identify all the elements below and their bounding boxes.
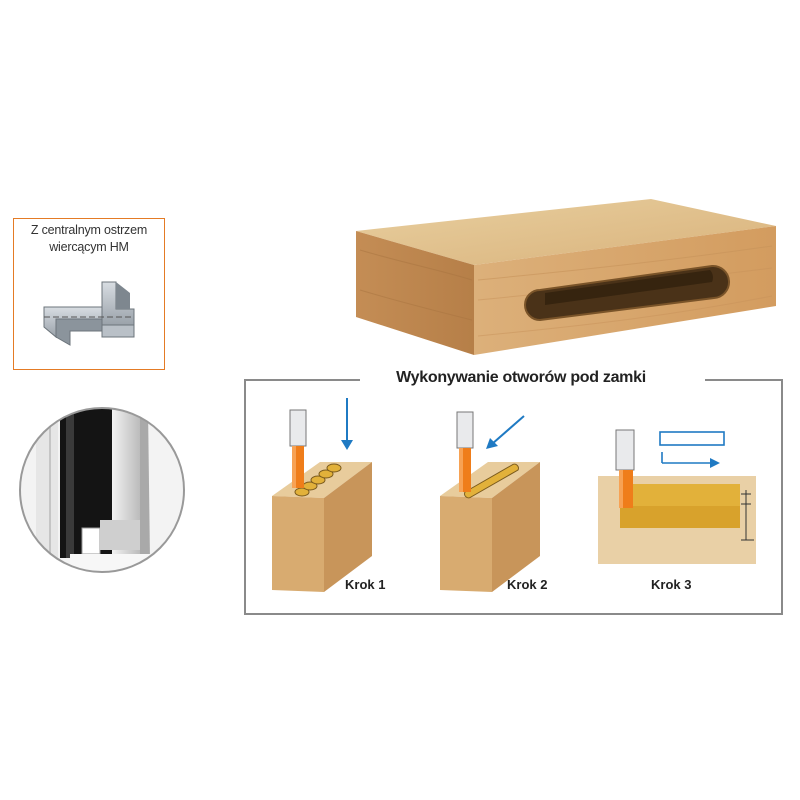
wood-block <box>356 199 776 355</box>
step-3-illustration <box>598 429 756 564</box>
step-1-label: Krok 1 <box>345 577 386 592</box>
badge-caption: Z centralnym ostrzem wiercącym HM <box>14 222 164 256</box>
drill-tip-icon <box>43 281 135 346</box>
step-1-illustration <box>272 398 372 592</box>
steps-title: Wykonywanie otworów pod zamki <box>396 369 646 386</box>
feature-badge: Z centralnym ostrzem wiercącym HM <box>13 218 165 370</box>
badge-caption-line1: Z centralnym ostrzem <box>30 223 148 237</box>
step-2-label: Krok 2 <box>507 577 548 592</box>
step-3-label: Krok 3 <box>651 577 692 592</box>
badge-caption-line2: wiercącym HM <box>49 240 129 254</box>
step-2-illustration <box>440 411 540 592</box>
